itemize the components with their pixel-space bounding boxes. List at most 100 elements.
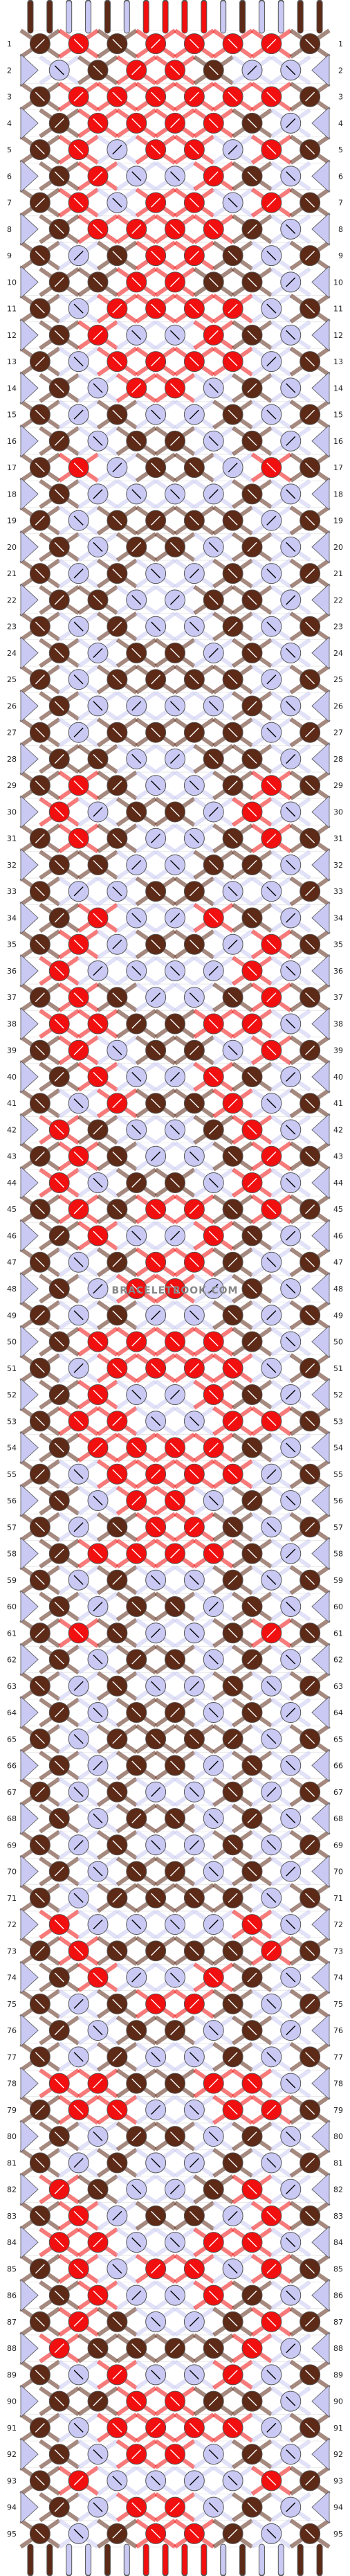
knot-arrow <box>266 939 277 949</box>
knot-arrow <box>266 357 277 367</box>
knot-arrow <box>54 1708 64 1718</box>
row-label-left: 23 <box>7 623 17 632</box>
row-label-right: 43 <box>333 1152 343 1161</box>
knot-arrow <box>35 91 45 102</box>
knot-arrow <box>228 1204 238 1215</box>
row-label-left: 26 <box>7 701 17 710</box>
knot-arrow <box>247 2237 257 2248</box>
row-label-right: 74 <box>333 1974 343 1983</box>
knot-arrow <box>169 330 181 340</box>
knot-arrow <box>93 1442 103 1453</box>
knot-arrow <box>266 674 277 685</box>
knot-arrow <box>54 383 64 393</box>
edge-knot-left <box>20 1325 39 1359</box>
knot-arrow <box>131 1019 142 1029</box>
knot-arrow <box>286 913 296 923</box>
row-label-right: 95 <box>333 2530 343 2539</box>
knot-arrow <box>208 2025 219 2036</box>
knot-arrow <box>35 1363 45 1373</box>
row-label-left: 13 <box>7 357 17 366</box>
knot-arrow <box>73 727 84 737</box>
knot-arrow <box>228 1098 238 1109</box>
knot-arrow <box>286 701 296 711</box>
knot-arrow <box>247 1019 257 1029</box>
knot-arrow <box>93 1814 103 1824</box>
row-label-left: 8 <box>7 225 12 234</box>
knot-arrow <box>208 436 219 446</box>
knot-arrow <box>54 1760 64 1771</box>
knot-arrow <box>305 992 315 1003</box>
knot-arrow <box>73 1628 84 1638</box>
knot-arrow <box>189 1522 199 1532</box>
row-label-right: 63 <box>333 1682 343 1691</box>
knot-arrow <box>266 145 277 155</box>
knot-arrow <box>112 1310 122 1321</box>
knot-arrow <box>266 569 277 579</box>
knot-arrow <box>93 595 103 605</box>
knot-arrow <box>73 1257 84 1267</box>
knot-arrow <box>286 1071 296 1082</box>
knot-arrow <box>305 1204 315 1215</box>
knot-arrow <box>35 992 45 1003</box>
row-label-right: 66 <box>333 1762 343 1771</box>
knot-arrow <box>73 1045 84 1055</box>
knot-arrow <box>247 436 257 446</box>
knot-arrow <box>131 2502 142 2512</box>
edge-knot-left <box>20 1113 39 1147</box>
knot-arrow <box>93 65 103 75</box>
knot-arrow <box>131 2025 142 2036</box>
knot-arrow <box>228 515 238 526</box>
knot-arrow <box>228 939 238 949</box>
knot-arrow <box>151 1681 161 1691</box>
row-label-left: 94 <box>7 2503 17 2512</box>
knot-arrow <box>208 807 219 817</box>
knot-arrow <box>228 1681 238 1691</box>
knot-arrow <box>228 1469 238 1479</box>
row-label-left: 28 <box>7 755 17 764</box>
knot-arrow <box>131 383 142 393</box>
knot-arrow <box>112 197 122 208</box>
row-label-right: 55 <box>333 1470 343 1479</box>
knot-arrow <box>169 2025 181 2036</box>
knot-arrow <box>247 224 257 234</box>
knot-arrow <box>247 489 257 499</box>
knot-arrow <box>266 1204 277 1215</box>
edge-knot-left <box>20 1537 39 1571</box>
knot-arrow <box>151 780 161 791</box>
knot-arrow <box>247 1602 257 1612</box>
knot-arrow <box>131 859 142 870</box>
edge-knot-right <box>311 1484 330 1517</box>
knot-arrow <box>286 1548 296 1559</box>
knot-arrow <box>266 2104 277 2115</box>
edge-knot-right <box>311 2332 330 2365</box>
knot-arrow <box>305 1893 315 1903</box>
knot-arrow <box>228 1522 238 1532</box>
edge-knot-right <box>311 583 330 617</box>
knot-arrow <box>93 1389 103 1400</box>
row-label-left: 4 <box>7 119 12 128</box>
edge-knot-left <box>20 1696 39 1729</box>
knot-arrow <box>112 357 122 367</box>
knot-arrow <box>189 1257 199 1267</box>
knot-arrow <box>208 2502 219 2512</box>
row-label-left: 27 <box>7 728 17 737</box>
knot-arrow <box>228 463 238 473</box>
knot-arrow <box>112 2422 122 2433</box>
knot-arrow <box>266 780 277 791</box>
knot-arrow <box>169 1602 181 1612</box>
knot-arrow <box>54 224 64 234</box>
edge-knot-left <box>20 371 39 405</box>
edge-knot-right <box>311 159 330 193</box>
knot-arrow <box>266 409 277 420</box>
knot-arrow <box>93 2449 103 2460</box>
row-label-left: 59 <box>7 1576 17 1585</box>
knot-arrow <box>73 1787 84 1797</box>
edge-knot-left <box>20 2014 39 2047</box>
row-label-right: 22 <box>333 596 343 605</box>
knot-arrow <box>208 65 219 75</box>
knot-arrow <box>228 1946 238 1956</box>
knot-arrow <box>169 2502 181 2512</box>
knot-arrow <box>305 2316 315 2327</box>
knot-arrow <box>35 886 45 897</box>
knot-arrow <box>266 251 277 261</box>
